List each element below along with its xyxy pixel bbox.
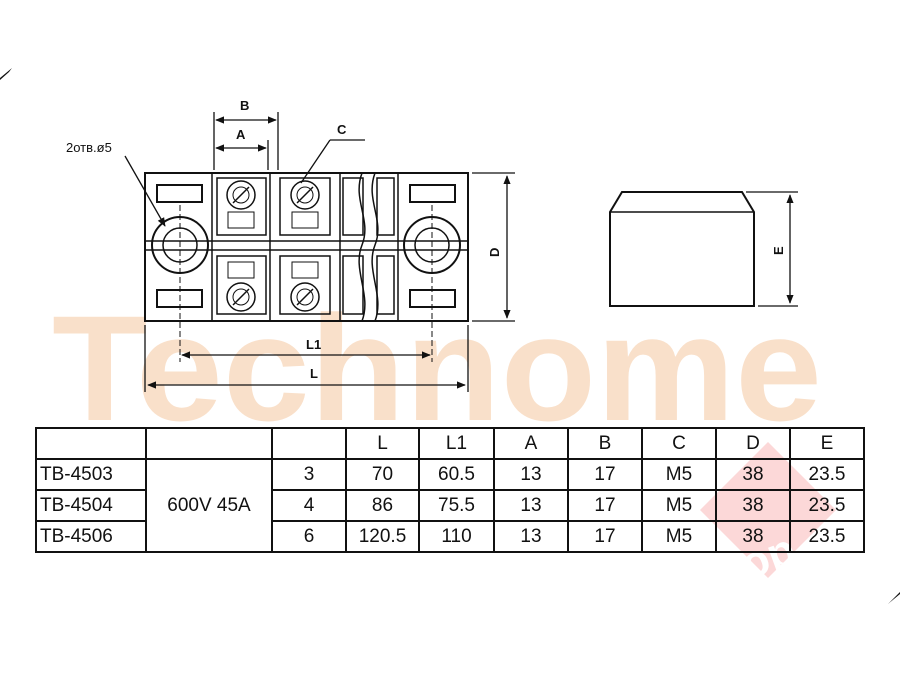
dimension-lines [124, 112, 515, 392]
screw-terminal-2-bottom [290, 282, 320, 312]
e-cell: 23.5 [789, 489, 865, 522]
table-row: TB-4504 4 86 75.5 13 17 M5 38 23.5 [35, 489, 865, 522]
label-slot-top-right [409, 184, 456, 203]
dim-label-e: E [771, 246, 786, 255]
l1-cell: 75.5 [418, 489, 495, 522]
header-cell-l: L [345, 427, 420, 460]
break-line-left [358, 172, 366, 322]
l-cell: 120.5 [345, 520, 420, 553]
d-cell: 38 [715, 458, 791, 491]
dim-label-c: C [337, 122, 347, 137]
e-cell: 23.5 [789, 458, 865, 491]
screw-terminal-2-top [290, 180, 320, 210]
corner-mark-top-left [0, 68, 12, 80]
a-cell: 13 [493, 489, 569, 522]
dim-label-l: L [310, 366, 318, 381]
header-cell-d: D [715, 427, 791, 460]
model-cell: TB-4506 [35, 520, 147, 553]
c-cell: M5 [641, 489, 717, 522]
c-cell: M5 [641, 520, 717, 553]
block-outline [144, 172, 469, 322]
a-cell: 13 [493, 520, 569, 553]
d-cell: 38 [715, 489, 791, 522]
a-cell: 13 [493, 458, 569, 491]
table-row: TB-4506 6 120.5 110 13 17 M5 38 23.5 [35, 520, 865, 553]
dim-label-l1: L1 [306, 337, 321, 352]
side-dimension [746, 191, 798, 307]
l1-cell: 110 [418, 520, 495, 553]
header-cell-l1: L1 [418, 427, 495, 460]
holes-label: 2отв.ø5 [66, 140, 112, 155]
e-cell: 23.5 [789, 520, 865, 553]
dim-label-d: D [487, 248, 502, 257]
b-cell: 17 [567, 520, 643, 553]
header-cell-a: A [493, 427, 569, 460]
rating-cell: 600V 45A [145, 458, 273, 553]
l-cell: 70 [345, 458, 420, 491]
b-cell: 17 [567, 489, 643, 522]
model-cell: TB-4503 [35, 458, 147, 491]
b-cell: 17 [567, 458, 643, 491]
terminal-block-front-view [144, 172, 469, 362]
spec-table: L L1 A B C D E TB-4503 600V 45A 3 70 60.… [35, 427, 865, 553]
watermark-brand: Technome [52, 284, 822, 452]
poles-cell: 3 [271, 458, 347, 491]
table-header-row: L L1 A B C D E [35, 427, 865, 460]
screw-terminal-1-top [226, 180, 256, 210]
l1-cell: 60.5 [418, 458, 495, 491]
d-cell: 38 [715, 520, 791, 553]
header-cell [35, 427, 147, 460]
corner-mark-bottom-right [888, 592, 900, 604]
terminal-block-side-view [609, 191, 755, 307]
header-cell-e: E [789, 427, 865, 460]
l-cell: 86 [345, 489, 420, 522]
header-cell-b: B [567, 427, 643, 460]
poles-cell: 6 [271, 520, 347, 553]
table-row: TB-4503 600V 45A 3 70 60.5 13 17 M5 38 2… [35, 458, 865, 553]
model-cell: TB-4504 [35, 489, 147, 522]
header-cell [145, 427, 273, 460]
screw-terminal-1-bottom [226, 282, 256, 312]
header-cell [271, 427, 347, 460]
dim-label-a: A [236, 127, 246, 142]
dim-label-b: B [240, 98, 249, 113]
poles-cell: 4 [271, 489, 347, 522]
c-cell: M5 [641, 458, 717, 491]
header-cell-c: C [641, 427, 717, 460]
label-slot-top-left [156, 184, 203, 203]
